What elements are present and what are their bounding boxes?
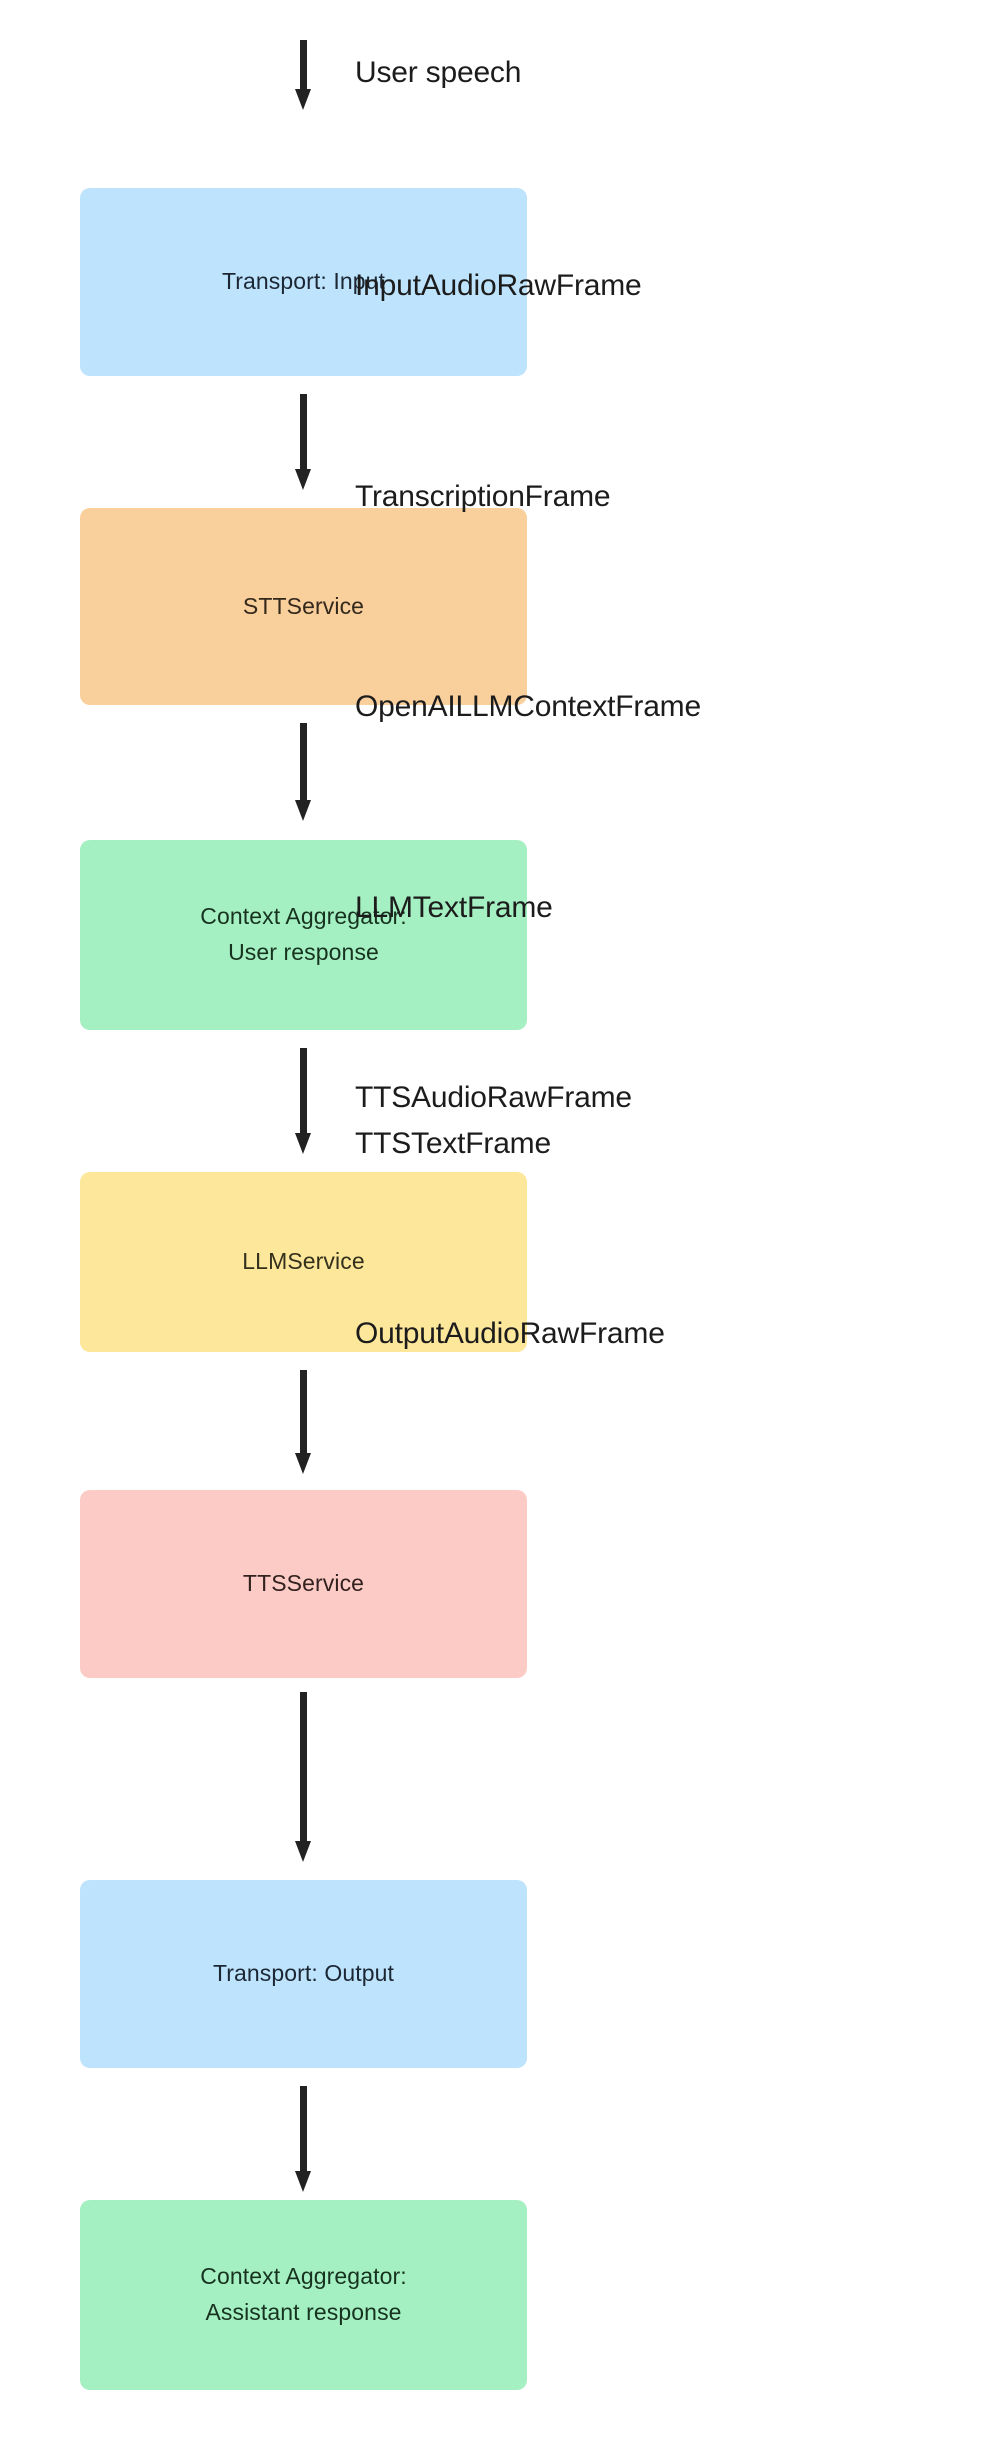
- edge-label-line-2: TTSTextFrame: [355, 1127, 551, 1160]
- edge-label-line: TranscriptionFrame: [355, 480, 611, 513]
- arrow-head: [295, 800, 311, 821]
- arrow-head: [295, 1133, 311, 1154]
- arrow-input-audio-raw-frame-body: [295, 394, 312, 490]
- node-context-aggregator-assistant[interactable]: Context Aggregator: Assistant response: [80, 2200, 527, 2390]
- edge-label-line: LLMTextFrame: [355, 891, 553, 924]
- arrow-transcription-frame: [295, 723, 312, 821]
- node-transport-output[interactable]: Transport: Output: [80, 1880, 527, 2068]
- arrow-head: [295, 1453, 311, 1474]
- node-label-line-2: User response: [228, 939, 379, 965]
- edge-label-input-audio-raw-frame: InputAudioRawFrame: [355, 263, 642, 309]
- arrow-head: [295, 89, 311, 110]
- node-label-line-1: Context Aggregator:: [200, 2263, 407, 2290]
- edge-label-output-audio-raw-frame: OutputAudioRawFrame: [355, 1311, 665, 1357]
- arrow-shaft: [300, 1370, 307, 1453]
- arrow-head: [295, 2171, 311, 2192]
- node-label-line-1: Context Aggregator:: [200, 903, 407, 930]
- edge-label-openai-llm-context-frame: OpenAILLMContextFrame: [355, 684, 701, 730]
- node-stt-service[interactable]: STTService: [80, 508, 527, 705]
- arrow-llm-text-frame: [295, 1370, 312, 1474]
- edge-label-line-1: TTSAudioRawFrame: [355, 1081, 632, 1114]
- arrow-shaft: [300, 723, 307, 800]
- edge-label-tts-frames: TTSAudioRawFrame TTSTextFrame: [355, 1075, 632, 1167]
- node-llm-service[interactable]: LLMService: [80, 1172, 527, 1352]
- node-context-aggregator-user[interactable]: Context Aggregator: User response: [80, 840, 527, 1030]
- node-transport-input[interactable]: Transport: Input: [80, 188, 527, 376]
- arrow-output-audio-raw-frame: [295, 2086, 312, 2192]
- edge-label-line: OpenAILLMContextFrame: [355, 690, 701, 723]
- edge-label-user-speech: User speech: [355, 50, 521, 96]
- arrow-tts-frames: [295, 1692, 312, 1862]
- arrow-openai-llm-context-frame: [295, 1048, 312, 1154]
- arrow-shaft: [300, 1692, 307, 1841]
- arrow-shaft: [300, 394, 307, 469]
- node-label: STTService: [242, 592, 365, 619]
- edge-label-llm-text-frame: LLMTextFrame: [355, 885, 553, 931]
- edge-label-line: User speech: [355, 56, 522, 89]
- arrow-shaft: [300, 40, 307, 89]
- arrow-head: [295, 469, 311, 490]
- arrow-shaft: [300, 1048, 307, 1133]
- edge-label-line: InputAudioRawFrame: [355, 269, 642, 302]
- node-tts-service[interactable]: TTSService: [80, 1490, 527, 1678]
- node-label: Transport: Input: [221, 268, 386, 295]
- node-label: LLMService: [242, 1248, 365, 1275]
- node-label: Transport: Output: [212, 1960, 395, 1987]
- arrow-shaft: [300, 2086, 307, 2171]
- edge-label-line: OutputAudioRawFrame: [355, 1317, 665, 1350]
- node-label: TTSService: [242, 1570, 365, 1597]
- arrow-user-speech: [295, 40, 312, 110]
- edge-label-transcription-frame: TranscriptionFrame: [355, 474, 611, 520]
- arrow-head: [295, 1841, 311, 1862]
- node-label-line-2: Assistant response: [205, 2299, 402, 2325]
